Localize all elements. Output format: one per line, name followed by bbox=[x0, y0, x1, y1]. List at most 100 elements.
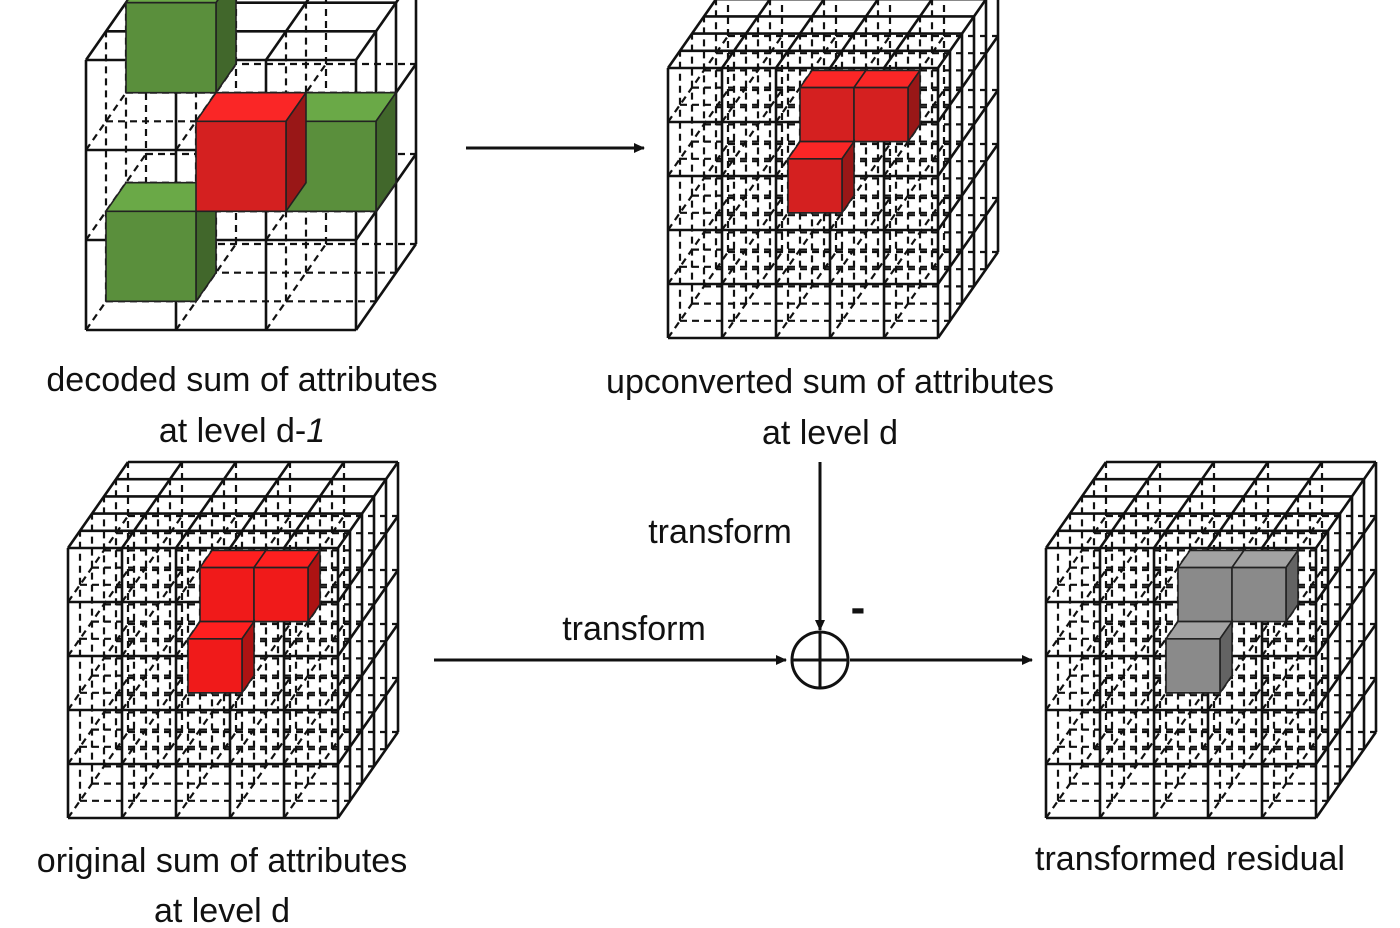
grid-line bbox=[121, 731, 183, 819]
grid-line bbox=[174, 461, 238, 549]
grid-line bbox=[121, 569, 183, 657]
grid-line bbox=[1207, 731, 1269, 819]
grid-line bbox=[721, 143, 783, 231]
grid-line bbox=[720, 0, 772, 69]
residual-voxel-blocks bbox=[1164, 547, 1300, 696]
grid-line bbox=[1099, 515, 1161, 603]
grid-line bbox=[229, 623, 291, 711]
grid-line bbox=[936, 251, 1000, 339]
grid-line bbox=[1099, 569, 1161, 657]
voxel-cube bbox=[124, 0, 237, 96]
grid-line bbox=[774, 0, 826, 69]
minus-sign-label: - bbox=[851, 583, 866, 632]
summation-operator-icon bbox=[790, 630, 850, 690]
voxel-cube bbox=[786, 139, 856, 216]
grid-line bbox=[667, 35, 729, 123]
grid-line bbox=[1314, 623, 1378, 711]
grid-line bbox=[1045, 731, 1107, 819]
voxel-cube bbox=[1230, 547, 1300, 625]
grid-line bbox=[283, 677, 345, 765]
grid-line bbox=[354, 0, 400, 61]
grid-line bbox=[265, 243, 327, 331]
upconverted-panel: upconverted sum of attributes at level d bbox=[606, 0, 1054, 452]
grid-line bbox=[1045, 677, 1107, 765]
grid-line bbox=[883, 197, 945, 285]
residual-caption: transformed residual bbox=[1035, 840, 1345, 878]
grid-line bbox=[936, 143, 1000, 231]
grid-line bbox=[67, 569, 129, 657]
grid-line bbox=[666, 0, 718, 69]
grid-line bbox=[1099, 677, 1161, 765]
grid-line bbox=[936, 35, 1000, 123]
original-panel: original sum of attributes at level d bbox=[37, 460, 407, 928]
grid-line bbox=[936, 197, 1000, 285]
original-caption-line2: at level d bbox=[154, 892, 290, 928]
grid-line bbox=[121, 677, 183, 765]
grid-line bbox=[667, 197, 729, 285]
grid-line bbox=[1261, 623, 1323, 711]
grid-line bbox=[229, 731, 291, 819]
decoded-caption-line1: decoded sum of attributes bbox=[46, 361, 437, 399]
voxel-cube bbox=[194, 90, 308, 214]
grid-line bbox=[667, 143, 729, 231]
grid-line bbox=[775, 251, 837, 339]
grid-line bbox=[229, 677, 291, 765]
grid-line bbox=[175, 731, 237, 819]
grid-line bbox=[283, 623, 345, 711]
decoded-caption-line2: at level d-1 bbox=[159, 412, 325, 450]
voxel-cube bbox=[186, 619, 256, 696]
original-caption-line1: original sum of attributes bbox=[37, 842, 407, 880]
grid-line bbox=[1099, 731, 1161, 819]
grid-line bbox=[283, 731, 345, 819]
grid-line bbox=[667, 251, 729, 339]
grid-line bbox=[1153, 731, 1215, 819]
grid-line bbox=[721, 197, 783, 285]
grid-line bbox=[67, 515, 129, 603]
grid-line bbox=[120, 461, 184, 549]
grid-line bbox=[721, 35, 783, 123]
grid-line bbox=[67, 731, 129, 819]
grid-line bbox=[336, 623, 400, 711]
grid-line bbox=[828, 0, 880, 69]
voxel-cube bbox=[1164, 619, 1234, 696]
grid-line bbox=[1314, 515, 1378, 603]
grid-line bbox=[882, 0, 934, 69]
grid-line bbox=[1261, 731, 1323, 819]
grid-line bbox=[1044, 461, 1108, 549]
voxel-cube bbox=[104, 180, 218, 304]
grid-line bbox=[1099, 623, 1161, 711]
grid-line bbox=[1206, 461, 1270, 549]
grid-line bbox=[1314, 569, 1378, 657]
grid-line bbox=[354, 243, 418, 331]
grid-line bbox=[66, 461, 130, 549]
grid-line bbox=[829, 251, 891, 339]
grid-line bbox=[67, 677, 129, 765]
grid-line bbox=[336, 569, 400, 657]
decoded-caption-line2-italic: 1 bbox=[306, 412, 325, 450]
grid-line bbox=[1207, 623, 1269, 711]
upconverted-caption-line2: at level d bbox=[762, 414, 898, 452]
grid-line bbox=[829, 197, 891, 285]
grid-line bbox=[721, 251, 783, 339]
grid-line bbox=[829, 143, 891, 231]
grid-line bbox=[228, 461, 292, 549]
original-voxel-blocks bbox=[186, 547, 322, 696]
grid-line bbox=[936, 0, 988, 69]
decoded-caption-line2-prefix: at level d- bbox=[159, 412, 306, 450]
grid-line bbox=[336, 677, 400, 765]
residual-panel: transformed residual bbox=[1035, 460, 1378, 878]
transform-horizontal-label: transform bbox=[562, 610, 706, 648]
grid-line bbox=[883, 251, 945, 339]
grid-line bbox=[1098, 461, 1162, 549]
grid-line bbox=[1261, 677, 1323, 765]
grid-line bbox=[121, 515, 183, 603]
grid-line bbox=[1314, 731, 1378, 819]
grid-line bbox=[1314, 677, 1378, 765]
upconverted-voxel-blocks bbox=[786, 67, 922, 216]
grid-line bbox=[1045, 569, 1107, 657]
grid-line bbox=[936, 89, 1000, 177]
upconverted-caption-line1: upconverted sum of attributes bbox=[606, 363, 1054, 401]
grid-line bbox=[67, 623, 129, 711]
grid-line bbox=[1260, 461, 1324, 549]
grid-line bbox=[721, 89, 783, 177]
